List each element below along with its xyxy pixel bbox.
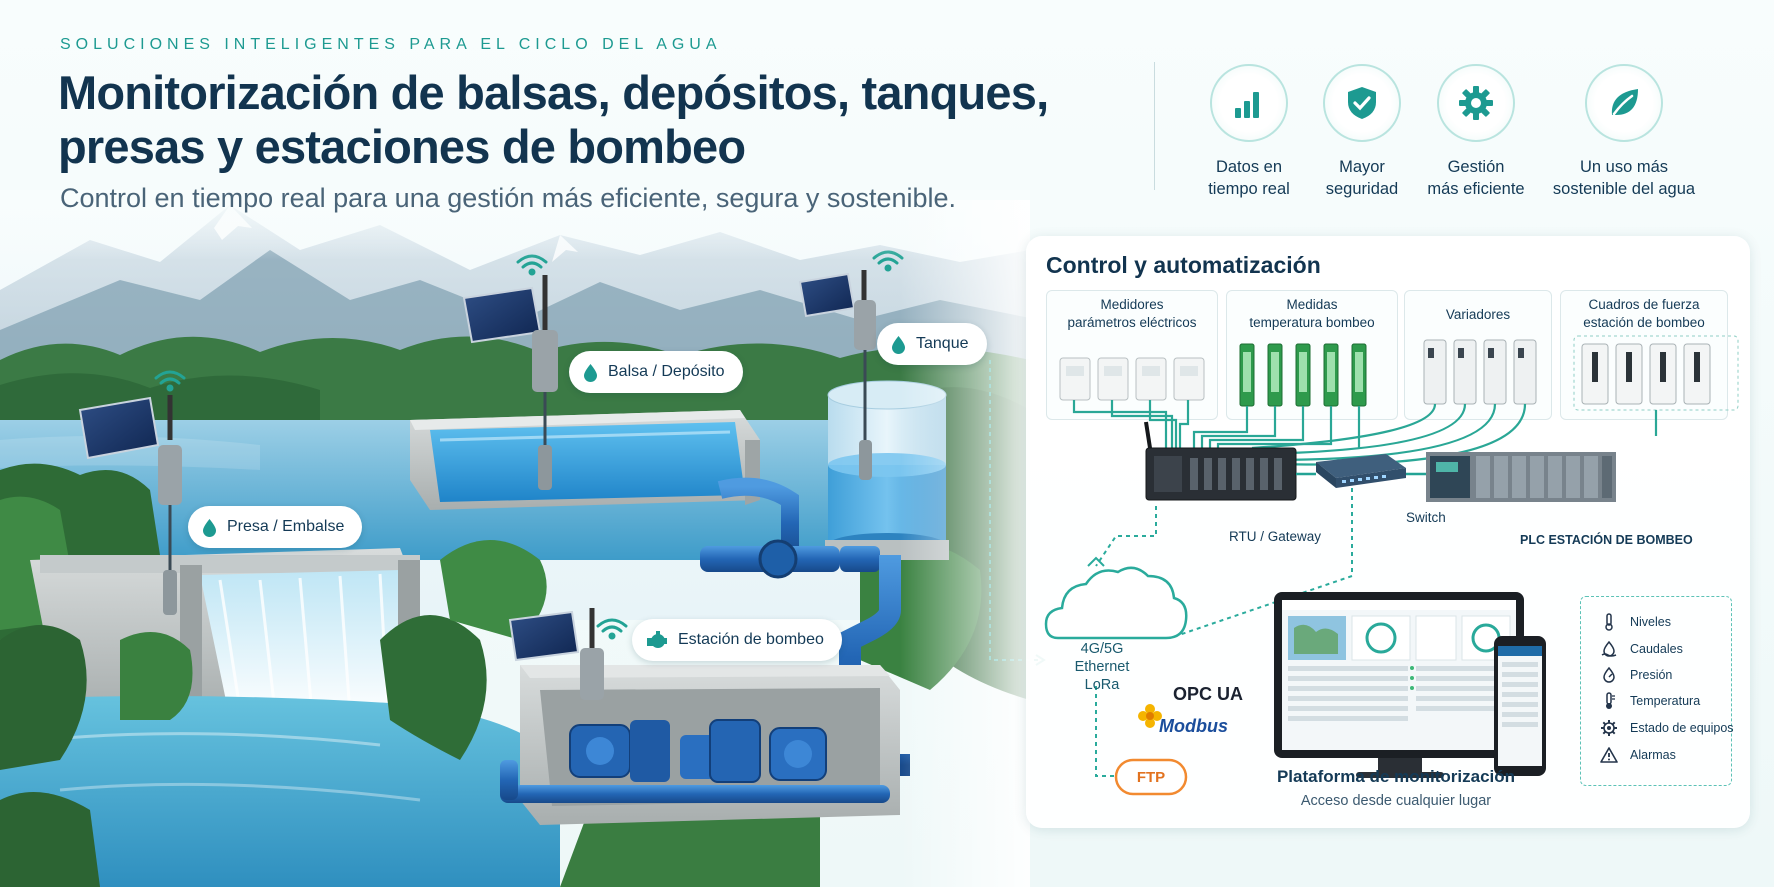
benefit-label-line1: Un uso más [1579,158,1669,176]
monitor-item-presion: Presión [1600,664,1672,686]
temperature-module-devices [1239,343,1367,407]
benefit-label-line2: seguridad [1325,180,1399,198]
ftp-logo: FTP [1136,769,1166,786]
opc-ua-logo: OPC UA [1173,684,1244,704]
header-divider [1154,62,1155,190]
device-label-line1: Variadores [1445,307,1511,322]
plc-device [1426,452,1616,502]
gear-icon [1437,64,1515,142]
ftp-badge [1114,758,1188,796]
monitor-item-label: Presión [1630,668,1673,682]
eyebrow-tagline: SOLUCIONES INTELIGENTES PARA EL CICLO DE… [60,36,722,53]
benefit-label-line1: Gestión [1447,158,1505,176]
device-label-electrical-meters: Medidores parámetros eléctricos [1046,296,1218,332]
label-text: Tanque [916,335,969,352]
thermometer-icon [1605,613,1613,631]
leaf-icon [1585,64,1663,142]
page-subtitle: Control en tiempo real para una gestión … [60,183,957,213]
device-label-temperature: Medidas temperatura bombeo [1226,296,1398,332]
connectivity-line2: Ethernet [1074,659,1130,675]
monitoring-platform-screens [1274,592,1546,778]
temperature-icon [1606,692,1615,709]
device-label-drives: Variadores [1404,306,1552,324]
device-label-line2: parámetros eléctricos [1067,315,1197,330]
page-title-line-2: presas y estaciones de bombeo [58,120,746,173]
plc-label: PLC ESTACIÓN DE BOMBEO [1520,533,1693,547]
page-title-line-1: Monitorización de balsas, depósitos, tan… [58,66,1049,119]
monitor-item-temperatura: Temperatura [1600,690,1700,712]
benefit-label-line1: Datos en [1215,158,1283,176]
connectivity-cloud [1044,566,1188,640]
monitor-item-niveles: Niveles [1600,611,1671,633]
connectivity-line3: LoRa [1084,677,1120,693]
monitoring-variables-box [1580,596,1732,786]
monitor-item-label: Caudales [1630,642,1683,656]
benefit-label-line2: más eficiente [1427,180,1525,198]
benefit-label-line1: Mayor [1339,158,1385,176]
gear-icon [1601,720,1617,736]
modbus-logo: Modbus [1159,716,1228,736]
monitor-item-caudales: Caudales [1600,638,1683,660]
device-label-line1: Medidas [1286,297,1338,312]
warning-icon [1600,747,1618,763]
connectivity-label: 4G/5G Ethernet LoRa [1052,640,1152,694]
bar-chart-icon [1210,64,1288,142]
label-tanque: Tanque [877,323,987,365]
device-label-line1: Cuadros de fuerza [1588,297,1700,312]
label-text: Presa / Embalse [227,518,345,535]
network-switch-device [1316,454,1406,488]
control-network-diagram [1044,335,1739,796]
monitor-item-label: Niveles [1630,615,1671,629]
benefit-sustainability: Un uso más sostenible del agua [1539,64,1709,200]
benefit-label-line2: tiempo real [1208,180,1290,198]
monitor-item-label: Alarmas [1630,748,1676,762]
pressure-icon [1603,666,1615,683]
rtu-gateway-device [1144,421,1297,501]
water-drop-icon [892,335,905,354]
device-label-power-panels: Cuadros de fuerza estación de bombeo [1560,296,1728,332]
electrical-meter-devices [1059,357,1205,401]
control-panel-title: Control y automatización [1046,252,1321,278]
modbus-logo-mark [1138,704,1162,728]
benefit-real-time-data: Datos en tiempo real [1169,64,1329,200]
monitor-item-estado-equipos: Estado de equipos [1600,717,1734,739]
benefit-security: Mayor seguridad [1282,64,1442,200]
platform-subtitle: Acceso desde cualquier lugar [1300,793,1492,809]
connectivity-line1: 4G/5G [1080,641,1124,657]
pump-icon [647,631,667,648]
device-label-line2: estación de bombeo [1583,315,1705,330]
monitor-item-alarmas: Alarmas [1600,744,1676,766]
device-box-temperature [1226,290,1398,420]
label-text: Estación de bombeo [678,631,824,648]
flow-icon [1601,640,1617,657]
water-drop-icon [584,363,597,382]
benefit-efficiency: Gestión más eficiente [1396,64,1556,200]
switch-label: Switch [1406,510,1446,525]
device-label-line1: Medidores [1100,297,1164,312]
label-estacion-bombeo: Estación de bombeo [632,619,842,661]
benefit-label-line2: sostenible del agua [1552,180,1696,198]
power-panel-devices [1581,343,1711,405]
label-text: Balsa / Depósito [608,363,725,380]
rtu-gateway-label: RTU / Gateway [1229,529,1322,544]
page-title: Monitorización de balsas, depósitos, tan… [58,66,1049,174]
shield-check-icon [1323,64,1401,142]
device-label-line2: temperatura bombeo [1249,315,1375,330]
label-balsa-deposito: Balsa / Depósito [569,351,743,393]
water-drop-icon [203,518,216,537]
label-presa-embalse: Presa / Embalse [188,506,363,548]
monitor-item-label: Temperatura [1630,694,1701,708]
platform-title: Plataforma de monitorización [1276,767,1516,786]
monitor-item-label: Estado de equipos [1630,721,1734,735]
